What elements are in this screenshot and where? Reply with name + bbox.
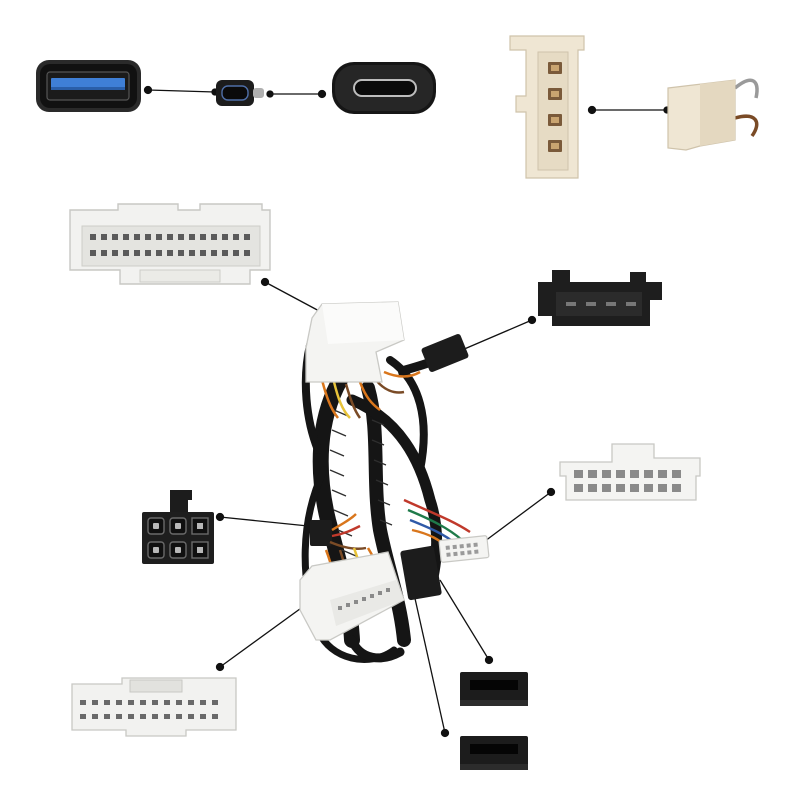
- white-large-connector-top: [69, 203, 271, 285]
- cream-4pin-socket: [509, 35, 585, 179]
- black-6pin-connector: [142, 490, 214, 564]
- black-pin-header-a: [460, 672, 528, 706]
- white-16pin-connector: [559, 443, 701, 501]
- white-large-connector-bottom: [71, 677, 237, 737]
- black-4pin-connector: [538, 270, 662, 326]
- usb-a-port: [36, 60, 141, 112]
- usb-c-adapter: [216, 80, 264, 106]
- cream-2pin-plug: [667, 78, 759, 151]
- harness-bundle: [299, 301, 490, 664]
- black-pin-header-b: [460, 736, 528, 770]
- usb-c-port: [332, 62, 436, 114]
